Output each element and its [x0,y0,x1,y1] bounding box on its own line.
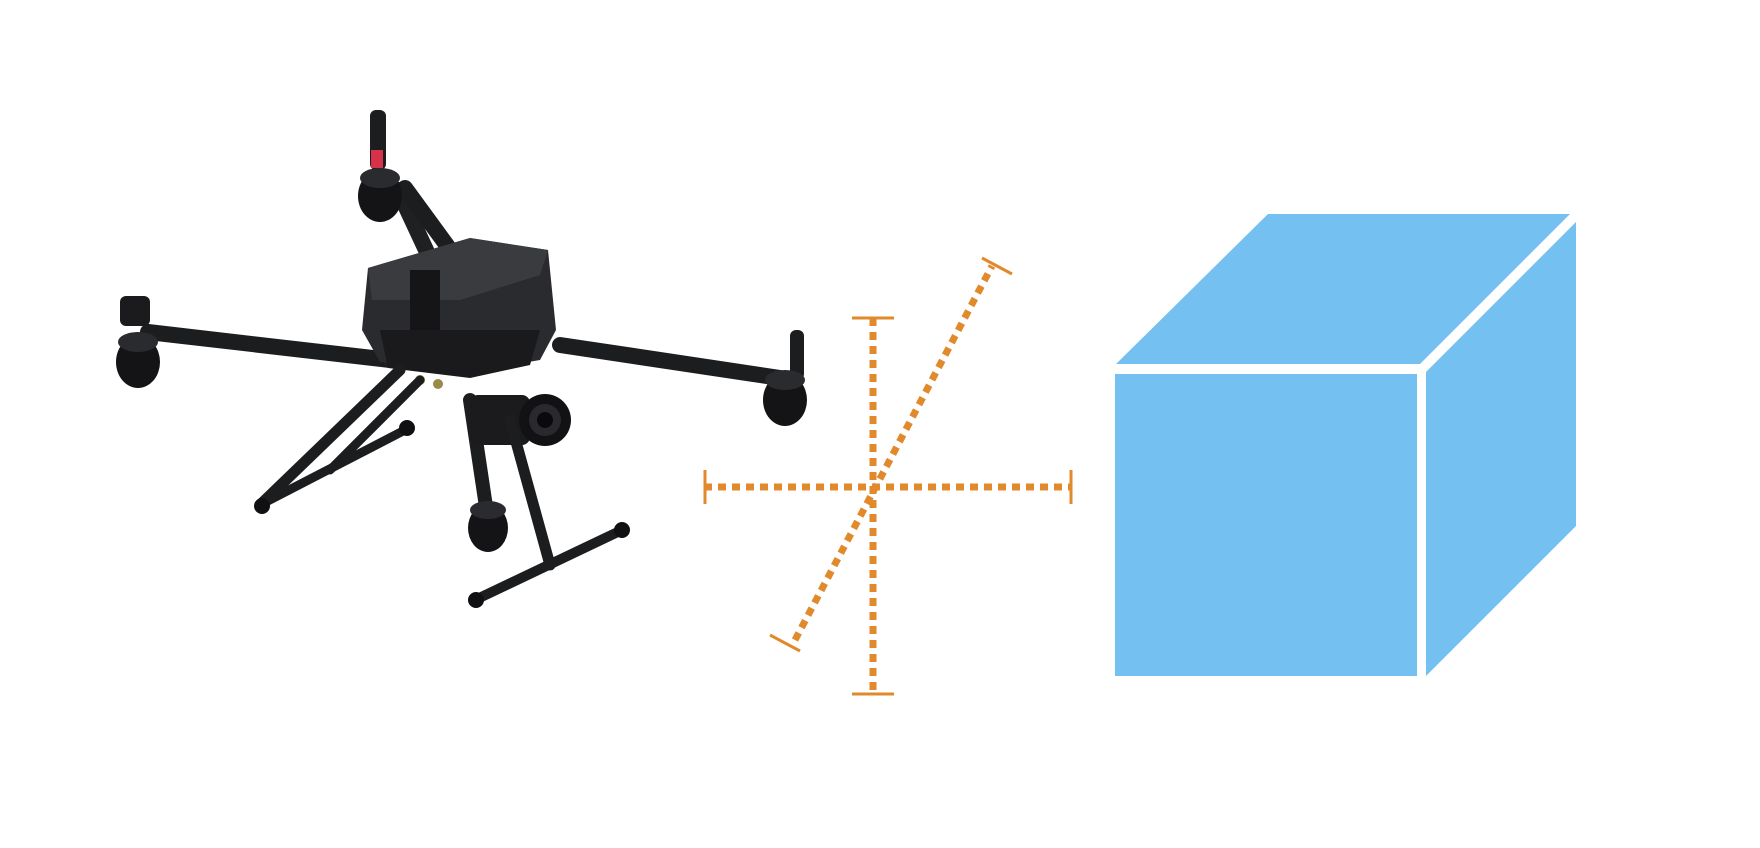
cube-icon [1115,214,1576,676]
depth-axis-cap-bottom [769,633,801,653]
drone-icon [116,110,807,608]
depth-axis-cap-top [981,256,1013,276]
depth-axis [791,264,996,642]
cube-top-face [1116,214,1570,364]
axes-icon [703,256,1073,696]
cube-right-face [1426,222,1576,676]
cube-front-face [1115,374,1417,676]
